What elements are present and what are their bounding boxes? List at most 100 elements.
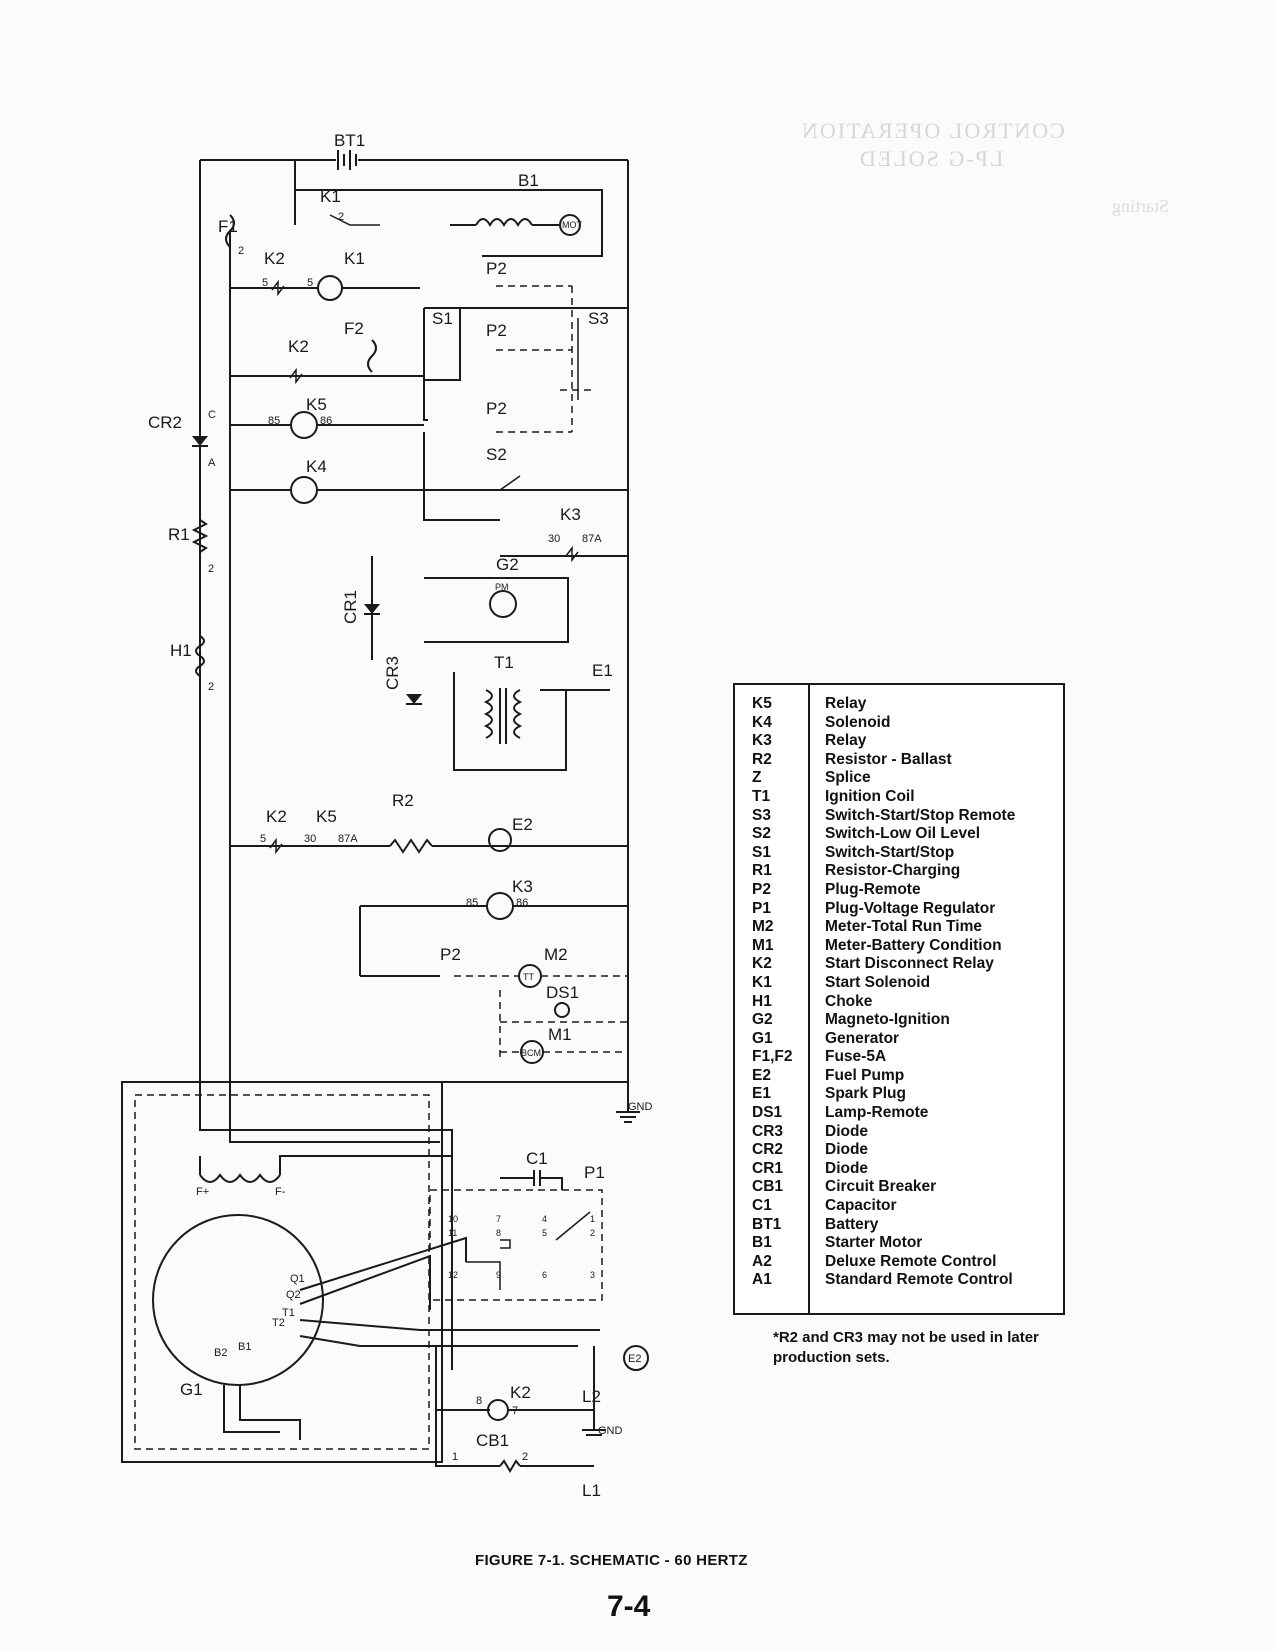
page-number: 7-4 [607,1590,651,1623]
generator-g1: F+ F- Q1 Q2 T1 T2 B2 B1 G1 [121,1081,600,1463]
cr2-label: CR2 [148,413,182,432]
b1-label: B1 [518,171,539,190]
svg-text:6: 6 [542,1270,547,1280]
mot-label: MOT [562,220,582,230]
k2-contact2-label: K2 [266,807,287,826]
legend-divider [808,685,810,1313]
svg-text:86: 86 [516,897,528,909]
cb1-label: CB1 [476,1431,509,1450]
b1-gen-label: B1 [238,1341,251,1353]
svg-text:87A: 87A [582,533,602,545]
q2-label: Q2 [286,1289,301,1301]
svg-text:A: A [208,457,216,469]
b2-label: B2 [214,1347,227,1359]
k1-contact-label: K1 [320,187,341,206]
k3-coil-label: K3 [512,877,533,896]
k4-label: K4 [306,457,327,476]
svg-text:4: 4 [542,1214,547,1224]
svg-text:5: 5 [542,1228,547,1238]
g1-label: G1 [180,1380,203,1399]
svg-text:10: 10 [448,1214,458,1224]
k5-label-a: K5 [306,395,327,414]
s2-label: S2 [486,445,507,464]
s3-label: S3 [588,309,609,328]
r1-label: R1 [168,525,190,544]
cr1-label: CR1 [341,590,360,624]
svg-text:2: 2 [522,1451,528,1463]
t1-gen-label: T1 [282,1307,295,1319]
svg-text:3: 3 [590,1270,595,1280]
e1-label: E1 [592,661,613,680]
r2-label: R2 [392,791,414,810]
battery-bt1: BT1 [200,131,628,170]
footnote: *R2 and CR3 may not be used in later pro… [773,1329,1039,1366]
svg-text:7: 7 [496,1214,501,1224]
svg-text:87A: 87A [338,833,358,845]
p2-label-b: P2 [486,321,507,340]
k2-gen-label: K2 [510,1383,531,1402]
k5-contact-label: K5 [316,807,337,826]
svg-text:2: 2 [208,563,214,575]
s1-label: S1 [432,309,453,328]
starter-motor-b1: MOT B1 [294,160,603,257]
k2-coil-label: K2 [288,337,309,356]
svg-text:1: 1 [452,1451,458,1463]
f2-label: F2 [344,319,364,338]
bt1-label: BT1 [334,131,365,150]
m2-label: M2 [544,945,568,964]
svg-text:5: 5 [307,277,313,289]
gnd-label-a: GND [628,1101,653,1113]
svg-text:11: 11 [448,1228,457,1238]
svg-text:2: 2 [338,211,344,223]
h1-label: H1 [170,641,192,660]
figure-caption: FIGURE 7-1. SCHEMATIC - 60 HERTZ [475,1552,748,1569]
t2-label: T2 [272,1317,285,1329]
t1-label: T1 [494,653,514,672]
tt-label: TT [523,972,534,982]
svg-text:5: 5 [260,833,266,845]
m1-label: M1 [548,1025,572,1044]
e2-marker-label: E2 [628,1353,641,1365]
bcm-label: BCM [521,1048,541,1058]
svg-text:2: 2 [590,1228,595,1238]
f-minus-label: F- [275,1186,286,1198]
p2-label-a: P2 [486,259,507,278]
l1-label: L1 [582,1481,601,1500]
svg-text:30: 30 [304,833,316,845]
svg-text:5: 5 [262,277,268,289]
pm-label: PM [495,582,509,592]
svg-text:85: 85 [466,897,478,909]
svg-text:8: 8 [496,1228,501,1238]
